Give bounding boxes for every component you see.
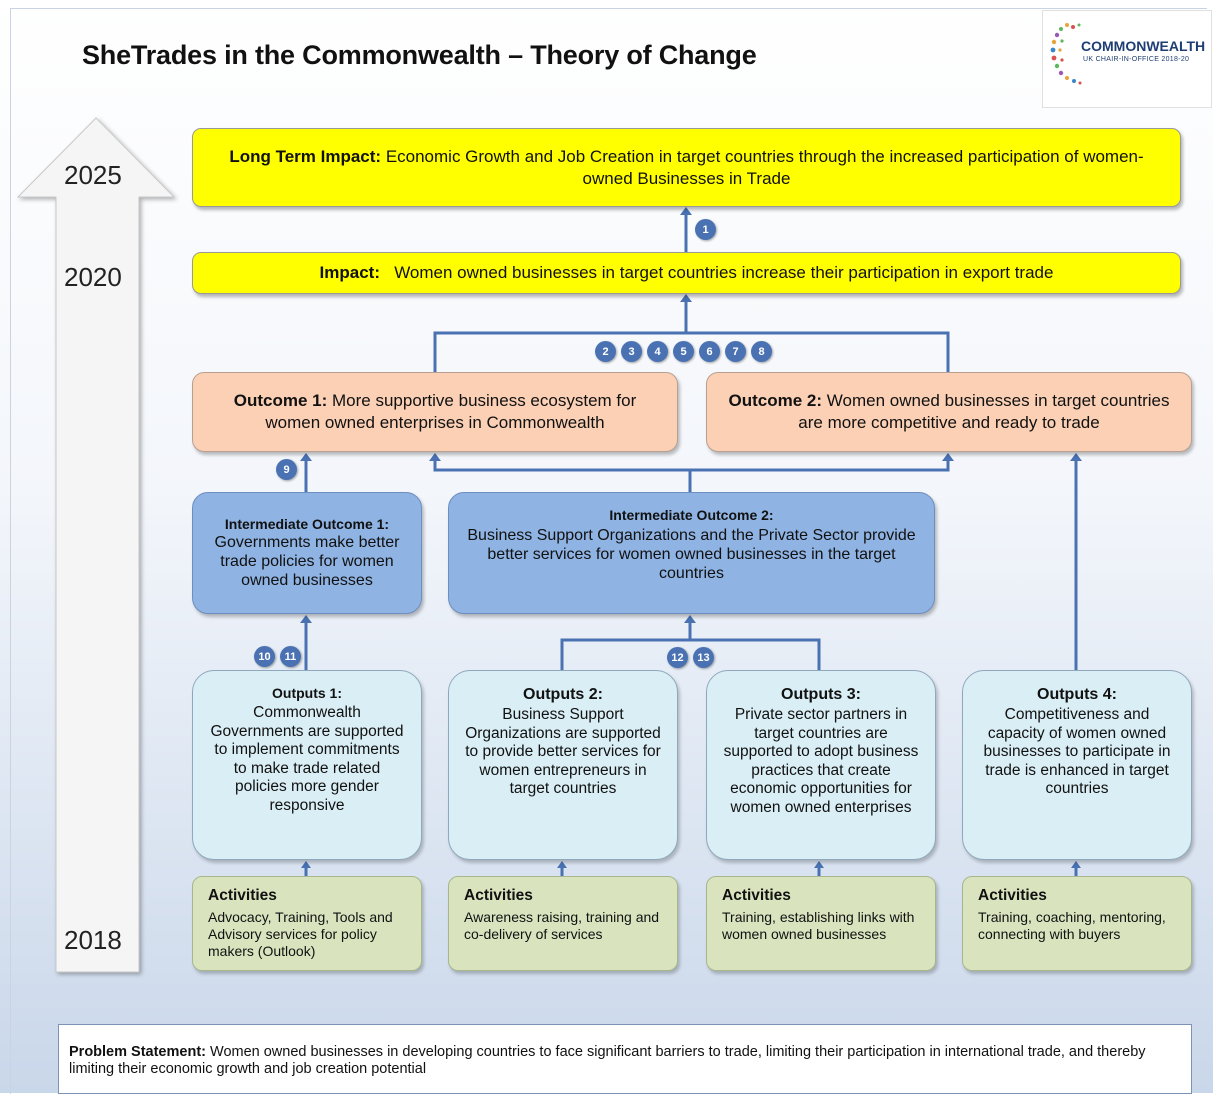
long-term-impact-box: Long Term Impact: Economic Growth and Jo…: [192, 128, 1181, 207]
activities-3-text: Training, establishing links with women …: [722, 909, 915, 942]
assumption-marker-13: 13: [693, 647, 714, 668]
outcome-2-box: Outcome 2: Women owned businesses in tar…: [706, 372, 1192, 452]
commonwealth-logo: COMMONWEALTH UK CHAIR-IN-OFFICE 2018-20: [1042, 10, 1212, 108]
impact-label: Impact:: [319, 263, 381, 282]
activities-2-box: Activities Awareness raising, training a…: [448, 876, 678, 971]
assumption-marker-1: 1: [695, 219, 716, 240]
intermediate-outcome-1-label: Intermediate Outcome 1:: [224, 516, 390, 532]
outputs-3-box: Outputs 3: Private sector partners in ta…: [706, 670, 936, 860]
assumption-marker-4: 4: [647, 341, 668, 362]
activities-1-label: Activities: [208, 887, 277, 904]
activities-4-text: Training, coaching, mentoring, connectin…: [978, 909, 1166, 942]
impact-box: Impact: Women owned businesses in target…: [192, 252, 1181, 294]
year-2018: 2018: [64, 925, 122, 955]
outputs-1-text: Commonwealth Governments are supported t…: [210, 704, 404, 814]
activities-1-box: Activities Advocacy, Training, Tools and…: [192, 876, 422, 971]
assumption-marker-9: 9: [276, 459, 297, 480]
outputs-3-label: Outputs 3:: [781, 686, 861, 703]
activities-3-box: Activities Training, establishing links …: [706, 876, 936, 971]
activities-2-label: Activities: [464, 887, 533, 904]
assumption-marker-5: 5: [673, 341, 694, 362]
outputs-4-box: Outputs 4: Competitiveness and capacity …: [962, 670, 1192, 860]
slide-frame: [10, 8, 1207, 1094]
assumption-marker-10: 10: [254, 646, 275, 667]
problem-statement-box: Problem Statement: Women owned businesse…: [58, 1024, 1192, 1094]
outcome-2-text: Women owned businesses in target countri…: [798, 391, 1170, 432]
outcome-1-label: Outcome 1:: [233, 391, 328, 410]
page-title: SheTrades in the Commonwealth – Theory o…: [82, 40, 757, 70]
assumption-marker-2: 2: [595, 341, 616, 362]
long-term-impact-label: Long Term Impact:: [229, 146, 382, 166]
logo-subtitle: UK CHAIR-IN-OFFICE 2018-20: [1083, 56, 1190, 63]
assumption-marker-7: 7: [725, 341, 746, 362]
intermediate-outcome-2-label: Intermediate Outcome 2:: [609, 507, 774, 523]
year-2020: 2020: [64, 262, 122, 292]
outcome-1-box: Outcome 1: More supportive business ecos…: [192, 372, 678, 452]
logo-name: COMMONWEALTH: [1081, 38, 1206, 54]
outputs-2-box: Outputs 2: Business Support Organization…: [448, 670, 678, 860]
intermediate-outcome-1-box: Intermediate Outcome 1: Governments make…: [192, 492, 422, 614]
assumption-marker-11: 11: [280, 646, 301, 667]
outcome-2-label: Outcome 2:: [728, 391, 823, 410]
intermediate-outcome-2-box: Intermediate Outcome 2: Business Support…: [448, 492, 935, 614]
assumption-marker-6: 6: [699, 341, 720, 362]
activities-1-text: Advocacy, Training, Tools and Advisory s…: [208, 909, 393, 959]
outputs-1-label: Outputs 1:: [272, 685, 342, 701]
outputs-4-label: Outputs 4:: [1037, 686, 1117, 703]
year-2025: 2025: [64, 160, 122, 190]
outputs-1-box: Outputs 1: Commonwealth Governments are …: [192, 670, 422, 860]
activities-4-label: Activities: [978, 887, 1047, 904]
outcome-1-text: More supportive business ecosystem for w…: [265, 391, 637, 432]
assumption-marker-12: 12: [667, 647, 688, 668]
assumption-marker-3: 3: [621, 341, 642, 362]
activities-3-label: Activities: [722, 887, 791, 904]
timeline-arrow: [16, 117, 176, 973]
intermediate-outcome-2-text: Business Support Organizations and the P…: [467, 527, 916, 582]
activities-4-box: Activities Training, coaching, mentoring…: [962, 876, 1192, 971]
activities-2-text: Awareness raising, training and co-deliv…: [464, 909, 660, 942]
assumption-marker-8: 8: [751, 341, 772, 362]
long-term-impact-text: Economic Growth and Job Creation in targ…: [385, 146, 1144, 188]
intermediate-outcome-1-text: Governments make better trade policies f…: [214, 534, 400, 589]
outputs-2-text: Business Support Organizations are suppo…: [465, 706, 661, 797]
logo-dots-icon: [1050, 23, 1082, 85]
outputs-3-text: Private sector partners in target countr…: [723, 706, 919, 816]
problem-statement-label: Problem Statement:: [69, 1044, 206, 1060]
impact-text: Women owned businesses in target countri…: [394, 263, 1054, 282]
problem-statement-text: Women owned businesses in developing cou…: [69, 1044, 1146, 1077]
outputs-2-label: Outputs 2:: [523, 686, 603, 703]
outputs-4-text: Competitiveness and capacity of women ow…: [983, 706, 1171, 797]
